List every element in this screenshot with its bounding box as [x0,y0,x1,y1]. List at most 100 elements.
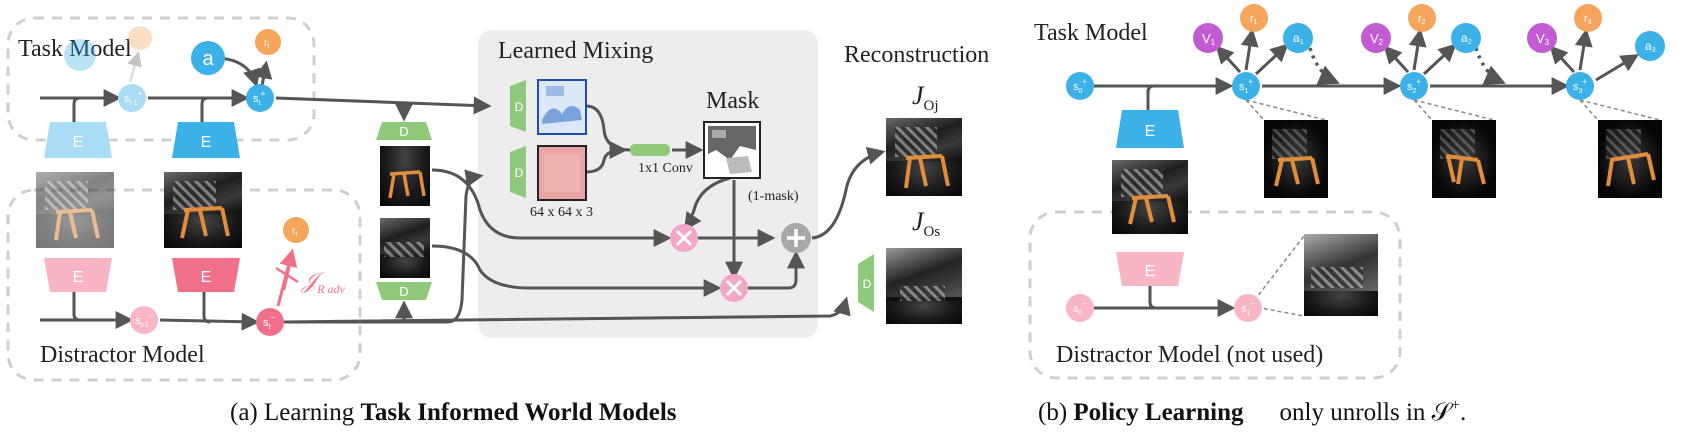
task-model-label-b: Task Model [1034,20,1148,46]
arrow-add-to-recon [811,147,886,240]
svg-text:V1: V1 [1202,31,1216,47]
adv-loss-label: 𝒥R adv [301,268,346,296]
svg-text:V3: V3 [1536,31,1550,47]
size-label: 64 x 64 x 3 [530,205,593,220]
arrow-dist-recon-to-multiply [431,244,722,297]
state-s0-plus-node: s0+ [1066,72,1094,100]
svg-text:s1+: s1+ [1239,77,1253,95]
reward-node-adv: rt [283,217,309,243]
arrow-b-s1-to-r1 [1240,28,1259,71]
state-s-plus-t-node: st+ [246,84,274,112]
arrow-multiply2-to-add [748,250,805,290]
conv-label: 1x1 Conv [638,161,693,176]
recon-output-os [886,248,962,324]
reconstruction-label: Reconstruction [844,42,989,68]
state-s-minus-t-1-node: st-1− [130,306,158,334]
arrow-b-s3-to-r3 [1574,28,1593,71]
dash-s1-to-thumb [1245,99,1327,121]
svg-text:a3: a3 [1645,39,1656,54]
arrow-adv-reward [276,248,298,307]
arrow-dist-to-recon-decoder [283,296,851,324]
reward-node-3: r3 [1574,4,1602,32]
svg-text:r1: r1 [1250,13,1258,26]
observation-image-b [1112,160,1188,234]
arrow-b-s2-to-a2 [1422,43,1457,76]
decoder-recon-os: D [858,254,874,312]
task-model-box-a [6,16,316,142]
svg-text:V2: V2 [1370,31,1384,47]
arrow-s-to-decoder-top [275,96,492,115]
arrow-e1-up [72,96,81,122]
arrow-b-dist-e-down [1148,286,1157,310]
svg-text:E: E [73,269,84,286]
adv-cross-mark [275,263,299,291]
dash-s3-to-thumb [1579,99,1661,121]
value-node-2: V2 [1361,23,1391,53]
encoder-distractor-b: E [1116,252,1184,286]
reward-node-2: r2 [1408,4,1436,32]
learned-mixing-label: Learned Mixing [498,38,653,64]
svg-text:s2+: s2+ [1407,77,1421,95]
imagined-frame-3 [1598,120,1662,198]
state-s0-minus-node: s0− [1066,294,1094,322]
mask-label: Mask [706,88,759,114]
svg-text:E: E [73,134,84,151]
svg-text:D: D [515,100,524,114]
svg-text:E: E [201,134,212,151]
decoder-mix-top: D [510,80,526,132]
multiply-node-task [670,224,698,252]
arrow-b-s2-to-r2 [1408,28,1427,71]
distractor-model-label-a: Distractor Model [40,342,205,368]
decoder-mix-bottom: D [510,146,526,198]
multiply-node-distractor [720,274,748,302]
imagined-frame-2 [1432,120,1496,198]
encoder-task-faded: E [44,122,112,158]
svg-text:st-1−: st-1− [135,311,154,329]
state-s3-plus-node: s3+ [1566,72,1594,100]
decoded-task-image [537,79,587,135]
faded-previous-step [64,26,152,83]
reward-node-1: r1 [1240,4,1268,32]
observation-image [164,172,242,248]
learned-mixing-panel [478,30,818,338]
svg-text:rt: rt [264,38,269,50]
arrow-b-a2-dotted [1474,47,1506,85]
distractor-reconstruction-image [380,218,430,278]
state-s-plus-t-1-node: st-1+ [118,84,146,112]
task-reconstruction-image [380,146,430,206]
state-s2-plus-node: s2+ [1400,72,1428,100]
arrow-b-s1-to-a1 [1254,43,1289,76]
state-s1-plus-node: s1+ [1232,72,1260,100]
action-node-2: a2 [1451,23,1481,53]
svg-text:st-1+: st-1+ [124,89,143,107]
dash-s2-to-thumb [1413,99,1495,121]
arrow-bottom-decoded-to-conv [585,141,628,174]
distractor-model-box-b [1028,210,1402,380]
action-node-3: a3 [1635,31,1665,61]
faded-reward-node [128,26,152,50]
svg-text:r2: r2 [1418,13,1426,26]
action-node-a: a [191,41,225,75]
decoded-distractor-image [537,145,587,201]
encoder-distractor: E [172,258,240,292]
arrow-b-s3-to-a3 [1595,54,1640,82]
arrow-e2-up [200,96,209,122]
arrow-b-s3-to-v3 [1549,45,1576,74]
decoder-green-bottom: D [376,282,432,300]
distractor-frame-b [1304,234,1378,316]
conv-block [630,144,670,156]
svg-text:s0−: s0− [1073,299,1087,317]
arrow-task-recon-to-multiply [431,168,672,247]
svg-text:st+: st+ [253,89,265,107]
svg-text:D: D [515,166,524,180]
arrow-dist-e2-down [202,292,211,324]
svg-text:s0+: s0+ [1073,77,1087,95]
arrow-b-s1-to-v1 [1215,45,1242,74]
encoder-task: E [172,122,240,158]
svg-text:rt: rt [292,226,297,238]
value-node-1: V1 [1193,23,1223,53]
svg-text:a2: a2 [1461,31,1472,46]
mask-image [703,121,761,179]
svg-text:a1: a1 [1293,31,1304,46]
